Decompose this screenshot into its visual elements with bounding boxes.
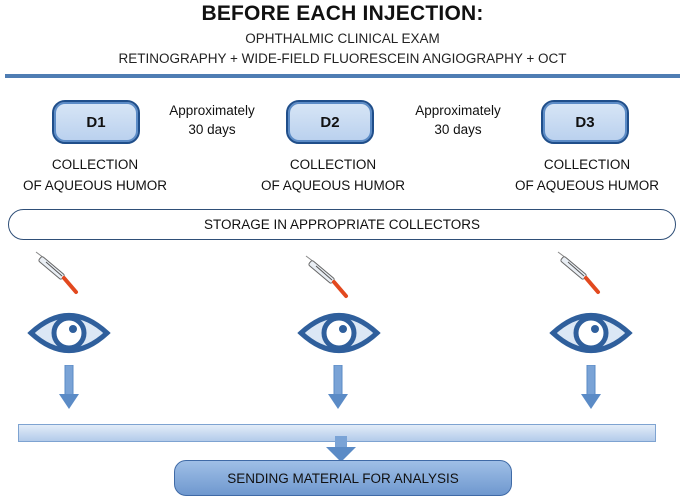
interval-line: Approximately — [169, 103, 255, 118]
down-arrow-icon — [59, 365, 79, 409]
syringe-icon — [305, 255, 348, 298]
down-arrow-icon — [328, 365, 348, 409]
collection-line: OF AQUEOUS HUMOR — [514, 178, 659, 193]
interval-line: 30 days — [188, 122, 236, 137]
interval-line: 30 days — [434, 122, 482, 137]
interval-line: Approximately — [415, 103, 501, 118]
eye-icon — [297, 313, 381, 353]
collection-line: COLLECTION — [543, 157, 631, 172]
imaging-subtitle: RETINOGRAPHY + WIDE-FIELD FLUORESCEIN AN… — [118, 51, 567, 66]
day-label: D3 — [575, 113, 595, 131]
diagram-title: BEFORE EACH INJECTION: — [201, 2, 484, 25]
interval-1: Approximately 30 days — [157, 101, 267, 139]
syringe-icon — [557, 251, 600, 294]
down-arrow-icon — [581, 365, 601, 409]
collection-line: OF AQUEOUS HUMOR — [260, 178, 405, 193]
day-box-d1: D1 — [52, 100, 140, 144]
collection-label-d2: COLLECTION OF AQUEOUS HUMOR — [248, 154, 418, 196]
send-label: SENDING MATERIAL FOR ANALYSIS — [227, 470, 459, 486]
send-analysis-box: SENDING MATERIAL FOR ANALYSIS — [174, 460, 512, 496]
eye-icon — [27, 313, 111, 353]
eye-icon — [549, 313, 633, 353]
day-label: D1 — [86, 113, 106, 131]
interval-2: Approximately 30 days — [403, 101, 513, 139]
syringe-icon — [35, 251, 78, 294]
storage-box: STORAGE IN APPROPRIATE COLLECTORS — [8, 209, 676, 240]
collection-label-d3: COLLECTION OF AQUEOUS HUMOR — [502, 154, 672, 196]
collection-line: COLLECTION — [51, 157, 139, 172]
day-label: D2 — [320, 113, 340, 131]
collection-line: COLLECTION — [289, 157, 377, 172]
day-box-d3: D3 — [541, 100, 629, 144]
down-arrow-icon — [326, 436, 356, 462]
day-box-d2: D2 — [286, 100, 374, 144]
exam-subtitle: OPHTHALMIC CLINICAL EXAM — [245, 31, 440, 46]
collection-line: OF AQUEOUS HUMOR — [22, 178, 167, 193]
collection-label-d1: COLLECTION OF AQUEOUS HUMOR — [10, 154, 180, 196]
storage-label: STORAGE IN APPROPRIATE COLLECTORS — [203, 217, 481, 232]
header-divider — [5, 74, 680, 78]
